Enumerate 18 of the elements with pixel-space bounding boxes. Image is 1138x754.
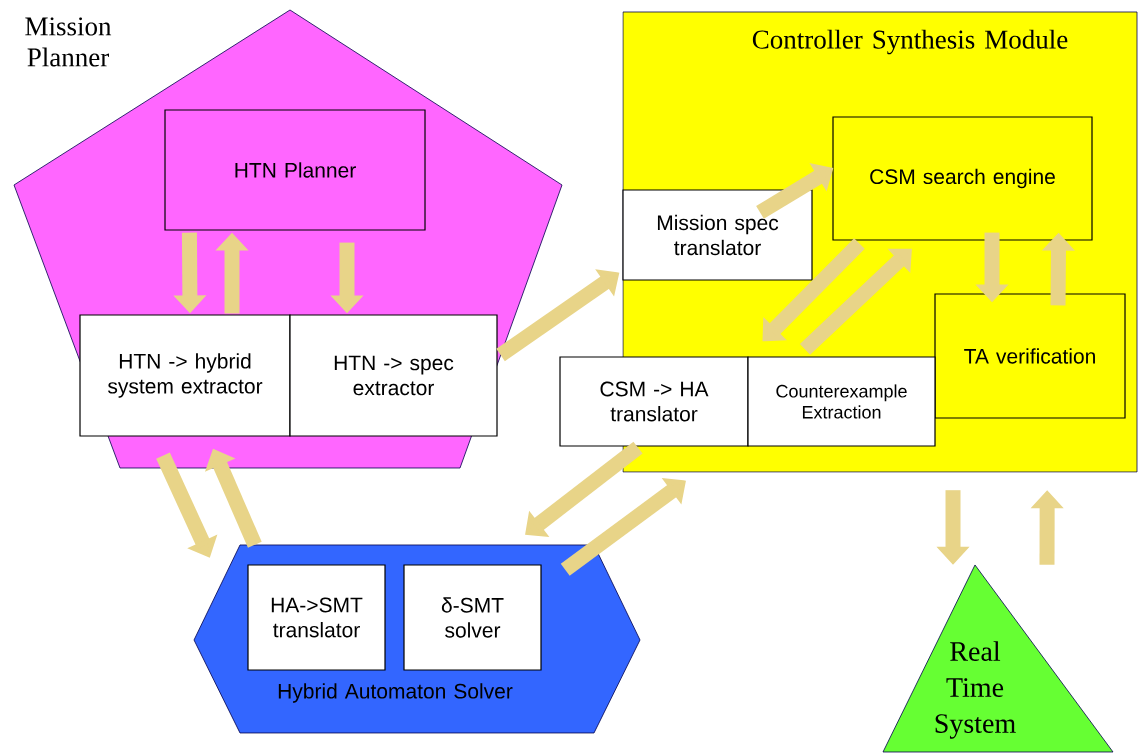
process-box: HTN -> hybrid system extractor [79, 314, 291, 437]
process-box: TA verification [934, 293, 1126, 419]
process-box: HTN -> spec extractor [289, 314, 498, 437]
process-box: CSM -> HA translator [559, 356, 749, 447]
group-title: Hybrid Automaton Solver [278, 683, 513, 703]
block-arrow [799, 248, 912, 355]
process-box: HTN Planner [164, 109, 426, 231]
group-title: Mission Planner [25, 17, 112, 67]
process-box: CSM search engine [832, 116, 1093, 241]
block-arrow [762, 238, 865, 342]
process-box: Counterexample Extraction [747, 356, 936, 447]
process-box: Mission spec translator [622, 189, 813, 281]
group-title: Controller Synthesis Module [752, 29, 1068, 55]
process-box: HA->SMT translator [247, 564, 386, 671]
process-box: δ-SMT solver [403, 564, 542, 671]
block-arrow [525, 441, 643, 537]
group-title: Real Time System [935, 641, 1016, 739]
block-arrow [560, 477, 686, 576]
